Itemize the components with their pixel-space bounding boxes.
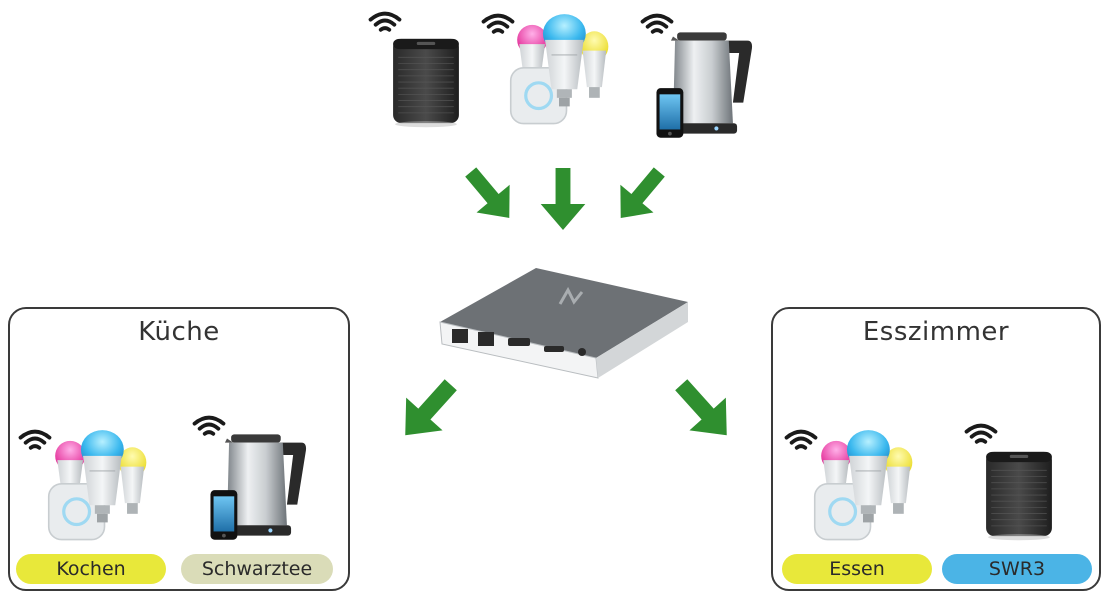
bulbs-bridge-icon [38, 428, 156, 546]
bulbs-bridge-icon [500, 12, 618, 130]
scene-button[interactable]: Schwarztee [181, 554, 333, 584]
wifi-icon [964, 422, 998, 448]
scene-button[interactable]: SWR3 [942, 554, 1092, 584]
kettle-icon [652, 22, 756, 146]
kettle-icon [206, 424, 310, 548]
wifi-icon [368, 10, 402, 36]
room-title: Küche [138, 317, 220, 347]
speaker-icon [390, 34, 462, 128]
scene-button[interactable]: Essen [782, 554, 932, 584]
hub-device-icon [439, 268, 688, 379]
room-title: Esszimmer [862, 317, 1010, 347]
arrow-icon [540, 168, 586, 230]
arrow-icon [454, 158, 526, 232]
bulbs-bridge-icon [804, 428, 922, 546]
scene-button[interactable]: Kochen [16, 554, 166, 584]
speaker-icon [983, 446, 1055, 542]
arrow-icon [604, 158, 676, 232]
arrow-icon [387, 368, 469, 452]
arrow-icon [663, 368, 745, 452]
